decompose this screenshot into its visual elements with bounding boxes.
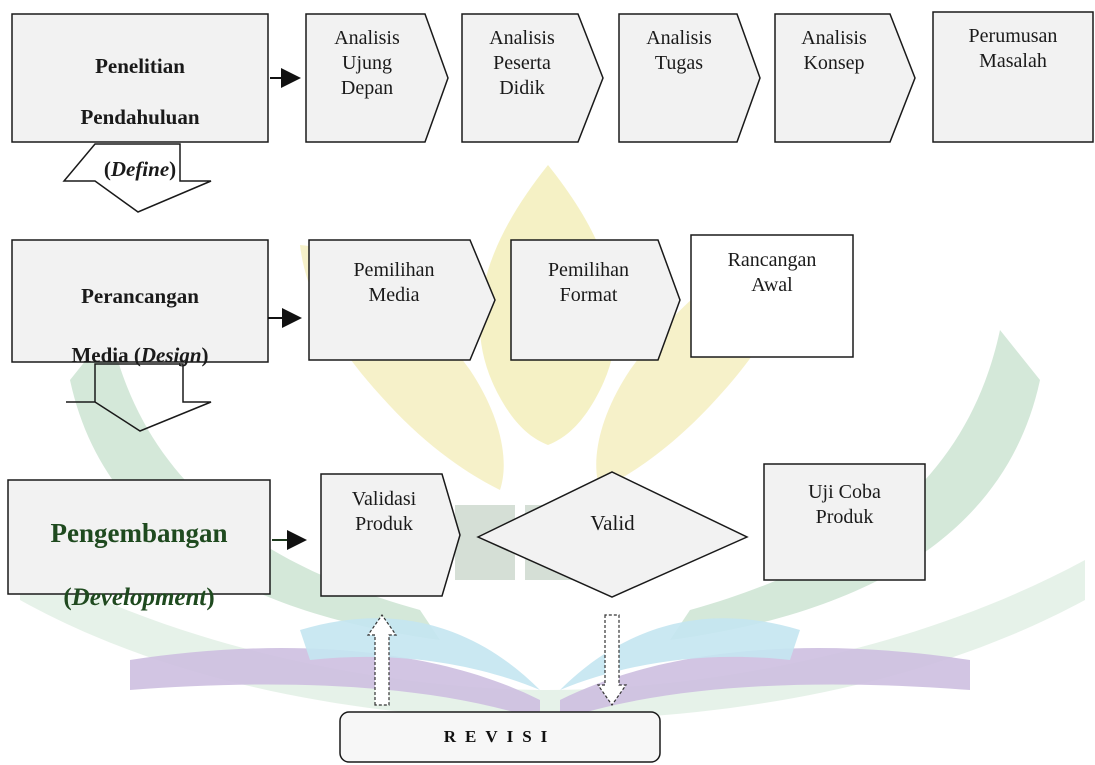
- watermark-book-blue-left: [300, 618, 540, 690]
- development-step-shape-uji-coba: [763, 463, 926, 581]
- define-stage-box: [11, 13, 269, 143]
- design-step-rancangan-awal: Rancangan Awal: [727, 249, 817, 296]
- design-step-shape-pemilihan-format: [510, 239, 681, 361]
- development-stage-label: Pengembangan (Development): [8, 492, 270, 638]
- stage-down-arrow-1: [62, 143, 212, 213]
- define-step-shape-peserta-didik: [461, 13, 604, 143]
- development-step-shape-valid: [476, 471, 749, 598]
- stage-down-arrow-2: [66, 363, 212, 432]
- define-step-tugas: Analisis Tugas: [646, 27, 712, 74]
- design-stage-sub: Media (Design): [71, 343, 209, 368]
- define-step-shape-konsep: [774, 13, 916, 143]
- watermark-book-purple-left: [130, 648, 540, 720]
- define-step-shape-ujung-depan: [305, 13, 449, 143]
- revisi-label: REVISI: [443, 727, 557, 746]
- design-stage-title: Perancangan: [81, 284, 199, 308]
- define-stage-title: Penelitian: [95, 54, 185, 78]
- design-stage-box: [11, 239, 269, 363]
- design-step-pemilihan-format: Pemilihan Format: [547, 259, 630, 306]
- define-stage-sub: (Define): [103, 156, 177, 181]
- define-step-perumusan-masalah: Perumusan Masalah: [968, 25, 1058, 72]
- design-step-pemilihan-media: Pemilihan Media: [353, 259, 435, 306]
- watermark-book-blue-right: [560, 618, 800, 690]
- development-step-validasi: Validasi Produk: [351, 488, 417, 535]
- development-stage-sub: (Development): [63, 583, 215, 611]
- revisi-down-arrow: [596, 614, 628, 707]
- design-step-shape-pemilihan-media: [308, 239, 496, 361]
- design-stage-label: Perancangan Media (Design): [12, 258, 268, 394]
- development-step-valid: Valid: [590, 511, 635, 535]
- watermark-book-purple-right: [560, 648, 970, 720]
- define-step-ujung-depan: Analisis Ujung Depan: [334, 27, 400, 99]
- design-step-shape-rancangan-awal: [690, 234, 854, 358]
- define-step-peserta-didik: Analisis Peserta Didik: [489, 27, 555, 99]
- revisi-up-arrow: [366, 613, 398, 706]
- development-stage-title: Pengembangan: [50, 518, 228, 548]
- define-step-shape-tugas: [618, 13, 761, 143]
- revisi-box: [339, 711, 661, 763]
- development-step-uji-coba: Uji Coba Produk: [808, 481, 881, 528]
- development-stage-box: [7, 479, 271, 595]
- define-step-konsep: Analisis Konsep: [801, 27, 867, 74]
- define-stage-line2: Pendahuluan: [80, 105, 200, 130]
- define-step-shape-perumusan-masalah: [932, 11, 1094, 143]
- define-stage-label: Penelitian Pendahuluan (Define): [12, 28, 268, 207]
- development-step-shape-validasi: [320, 473, 461, 597]
